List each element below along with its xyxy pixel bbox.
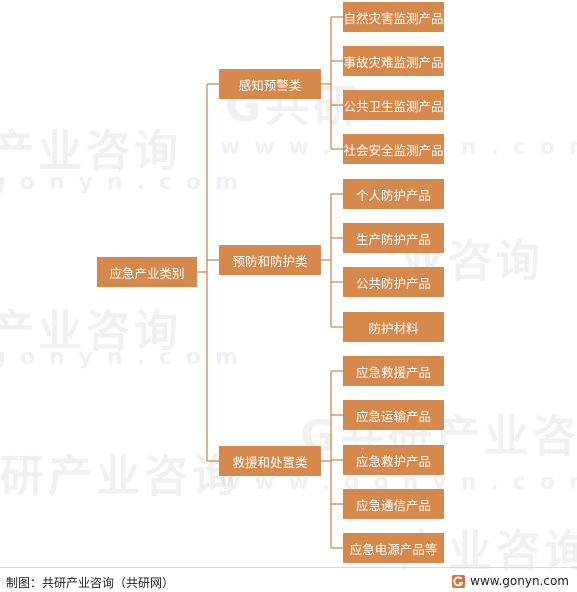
leaf-node: 防护材料 (343, 312, 444, 342)
website: www.gonyn.com (452, 574, 569, 588)
connector-lines (197, 16, 343, 549)
leaf-node: 社会安全监测产品 (343, 134, 444, 164)
footer: 制图：共研产业咨询（共研网） www.gonyn.com (0, 567, 577, 592)
leaf-node: 公共防护产品 (343, 267, 444, 297)
leaf-node: 事故灾难监测产品 (343, 46, 444, 76)
leaf-node: 应急救护产品 (343, 445, 444, 475)
leaf-node: 自然灾害监测产品 (343, 2, 444, 32)
leaf-node: 应急通信产品 (343, 489, 444, 519)
category-node-prevention-protection: 预防和防护类 (219, 245, 321, 275)
leaf-node: 应急运输产品 (343, 400, 444, 430)
leaf-node: 应急救援产品 (343, 356, 444, 386)
root-node: 应急产业类别 (97, 257, 197, 287)
website-url: www.gonyn.com (470, 574, 569, 588)
source-credit: 制图：共研产业咨询（共研网） (6, 576, 175, 590)
leaf-node: 公共卫生监测产品 (343, 90, 444, 120)
gonyn-logo-icon (452, 574, 466, 588)
category-node-rescue-disposal: 救援和处置类 (219, 446, 321, 476)
category-node-perception-warning: 感知预警类 (219, 69, 321, 99)
leaf-node: 个人防护产品 (343, 179, 444, 209)
leaf-node: 应急电源产品等 (343, 533, 444, 563)
leaf-node: 生产防护产品 (343, 223, 444, 253)
